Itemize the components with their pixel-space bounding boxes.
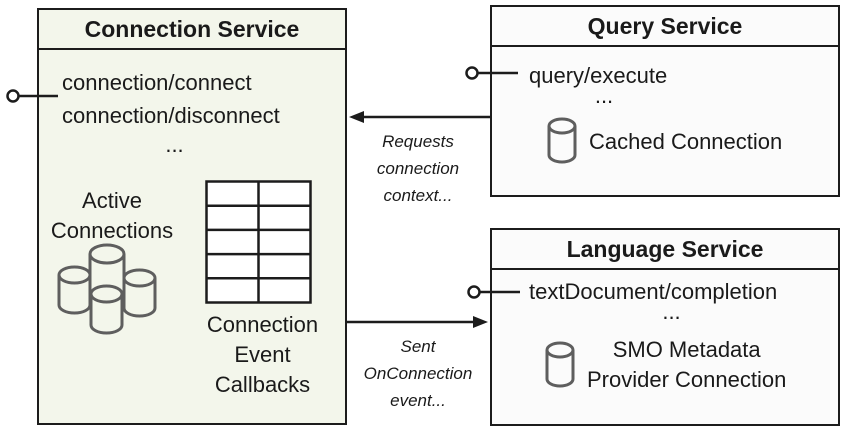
method-connection-disconnect: connection/disconnect <box>62 103 280 128</box>
connection-service-box: Connection Service connection/connect co… <box>37 8 347 425</box>
database-cylinder <box>122 268 157 318</box>
language-service-box: Language Service textDocument/completion… <box>490 228 840 426</box>
database-cylinder <box>57 265 92 315</box>
smo-metadata-connection-label: SMO Metadata Provider Connection <box>587 337 787 392</box>
database-icon <box>547 117 577 164</box>
active-connections-label: Active Connections <box>50 188 174 243</box>
language-service-title: Language Service <box>492 230 838 270</box>
query-methods-ellipsis: ... <box>594 83 614 108</box>
arrow-requests-connection-context <box>349 111 490 123</box>
table-grid-icon <box>205 180 312 304</box>
arrow-sent-onconnection-event <box>347 316 488 328</box>
language-methods-ellipsis: ... <box>662 299 681 324</box>
requests-connection-context-label: Requests connection context... <box>376 132 460 205</box>
smo-metadata-connection-item: SMO Metadata Provider Connection <box>545 335 786 395</box>
method-textdocument-completion: textDocument/completion <box>529 279 778 304</box>
connection-event-callbacks-label: Connection Event Callbacks <box>206 312 319 397</box>
method-query-execute: query/execute <box>529 63 668 88</box>
database-cylinder <box>89 284 124 335</box>
cached-connection-label: Cached Connection <box>589 128 783 154</box>
cached-connection-item: Cached Connection <box>547 117 782 165</box>
connection-methods-ellipsis: ... <box>165 132 184 157</box>
connection-service-methods: connection/connect connection/disconnect <box>62 66 280 132</box>
database-icon <box>545 341 575 388</box>
connection-service-title: Connection Service <box>39 10 345 50</box>
database-cluster-icon <box>57 243 157 335</box>
sent-onconnection-event-label: Sent OnConnection event... <box>363 337 473 410</box>
query-service-title: Query Service <box>492 7 838 47</box>
query-service-box: Query Service query/execute ... Cached C… <box>490 5 840 197</box>
method-connection-connect: connection/connect <box>62 70 252 95</box>
